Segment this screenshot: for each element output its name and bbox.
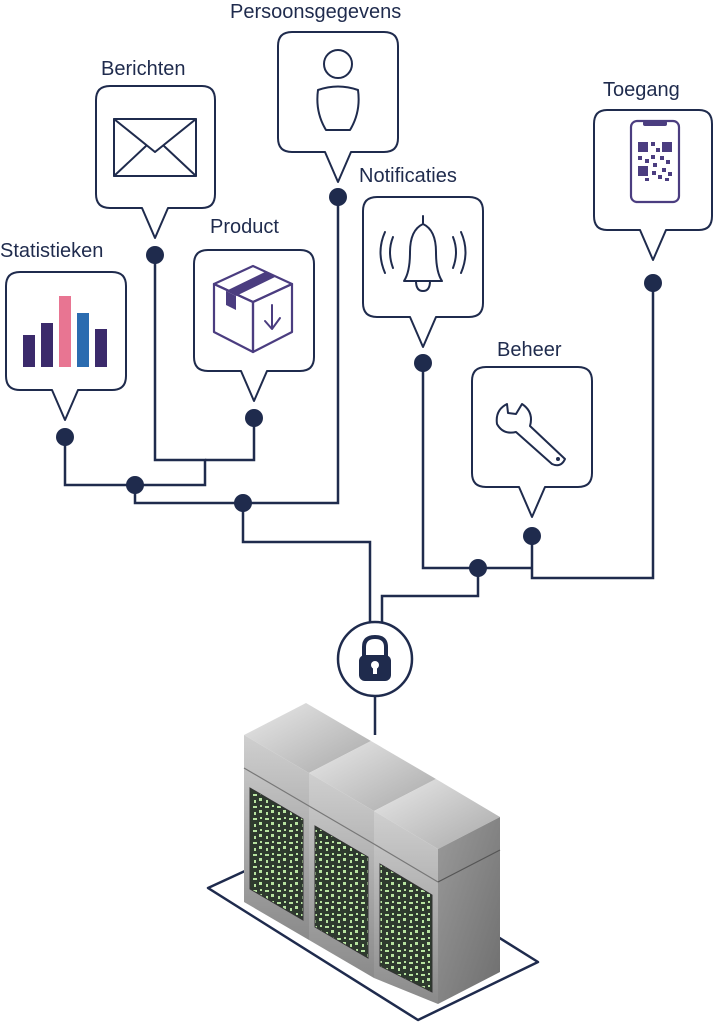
padlock-icon — [336, 620, 414, 698]
statistieken-label: Statistieken — [0, 240, 103, 262]
beheer-label: Beheer — [497, 339, 562, 361]
envelope-icon — [113, 118, 197, 177]
wire-persoonsgegevens — [243, 197, 340, 505]
qr-phone-icon — [629, 119, 681, 204]
notificaties-label: Notificaties — [359, 165, 457, 187]
statistieken-callout: Statistieken — [0, 240, 127, 421]
bell-icon — [379, 215, 467, 292]
package-icon — [212, 264, 294, 354]
wire-right-to-lock — [380, 568, 480, 622]
node-notificaties — [414, 354, 432, 372]
wire-product — [205, 418, 256, 462]
berichten-label: Berichten — [101, 58, 186, 80]
persoonsgegevens-callout: Persoonsgegevens — [230, 1, 401, 183]
node-product — [245, 409, 263, 427]
wire-statistieken — [63, 437, 135, 487]
wire-notificaties — [421, 363, 478, 570]
product-label: Product — [210, 216, 279, 238]
node-toegang — [644, 274, 662, 292]
junction-nodes — [56, 188, 662, 577]
product-callout: Product — [193, 216, 315, 402]
wire-beheer — [530, 283, 655, 580]
node-right-hub — [469, 559, 487, 577]
node-persoonsgegevens — [329, 188, 347, 206]
persoonsgegevens-label: Persoonsgegevens — [230, 1, 401, 23]
node-left-hub — [234, 494, 252, 512]
toegang-label: Toegang — [603, 79, 680, 101]
wire-left-junction — [133, 485, 243, 505]
node-beheer — [523, 527, 541, 545]
wrench-icon — [495, 403, 566, 467]
berichten-callout: Berichten — [95, 58, 216, 239]
node-left-junction — [126, 476, 144, 494]
connection-wires — [63, 197, 655, 735]
beheer-callout: Beheer — [471, 339, 593, 518]
node-berichten — [146, 246, 164, 264]
node-statistieken — [56, 428, 74, 446]
server-rack-icon — [206, 703, 540, 1022]
bar-chart-icon — [23, 296, 107, 367]
wire-left-to-lock — [241, 503, 372, 622]
notificaties-callout: Notificaties — [359, 165, 484, 348]
person-icon — [316, 49, 360, 131]
toegang-callout: Toegang — [593, 79, 713, 261]
